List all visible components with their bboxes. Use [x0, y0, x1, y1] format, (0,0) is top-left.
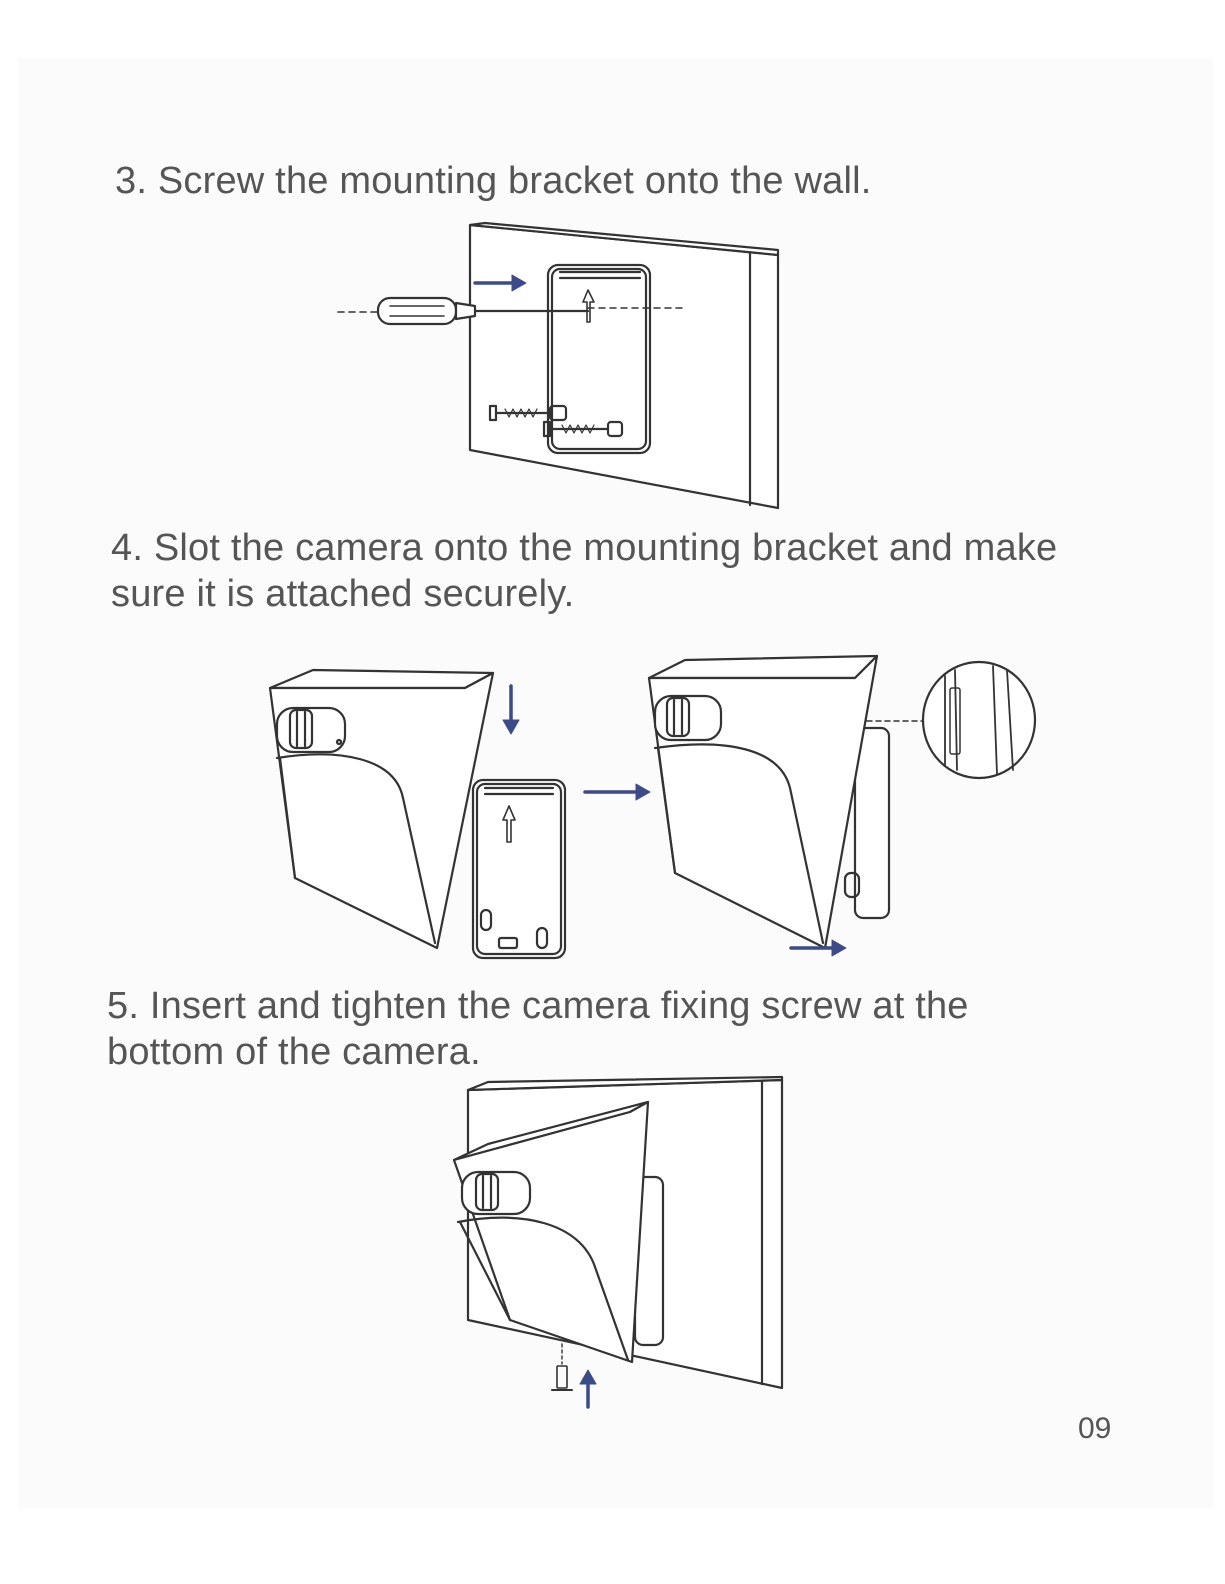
mounting-bracket: [548, 265, 650, 453]
step-3-text: 3. Screw the mounting bracket onto the w…: [115, 158, 872, 204]
step-3-line-1: 3. Screw the mounting bracket onto the w…: [115, 158, 872, 204]
step-4-text: 4. Slot the camera onto the mounting bra…: [111, 525, 1057, 617]
page-number: 09: [1078, 1412, 1111, 1446]
bracket-standalone: [473, 780, 565, 958]
step-4-illustration: [255, 648, 1055, 968]
step-5-line-2: bottom of the camera.: [107, 1029, 969, 1075]
screw-icon: [552, 1344, 572, 1390]
arrow-right-icon: [585, 784, 650, 800]
step-3-illustration: [330, 220, 790, 515]
arrow-down-icon: [503, 686, 519, 734]
camera-mounted: [649, 656, 889, 948]
step-5-line-1: 5. Insert and tighten the camera fixing …: [107, 983, 969, 1029]
step-5-illustration: [440, 1072, 800, 1417]
step-5-text: 5. Insert and tighten the camera fixing …: [107, 983, 969, 1075]
zoom-detail: [867, 662, 1035, 778]
step-4-line-2: sure it is attached securely.: [111, 571, 1057, 617]
camera-left: [270, 670, 493, 948]
arrow-up-icon: [580, 1370, 596, 1407]
step-4-line-1: 4. Slot the camera onto the mounting bra…: [111, 525, 1057, 571]
